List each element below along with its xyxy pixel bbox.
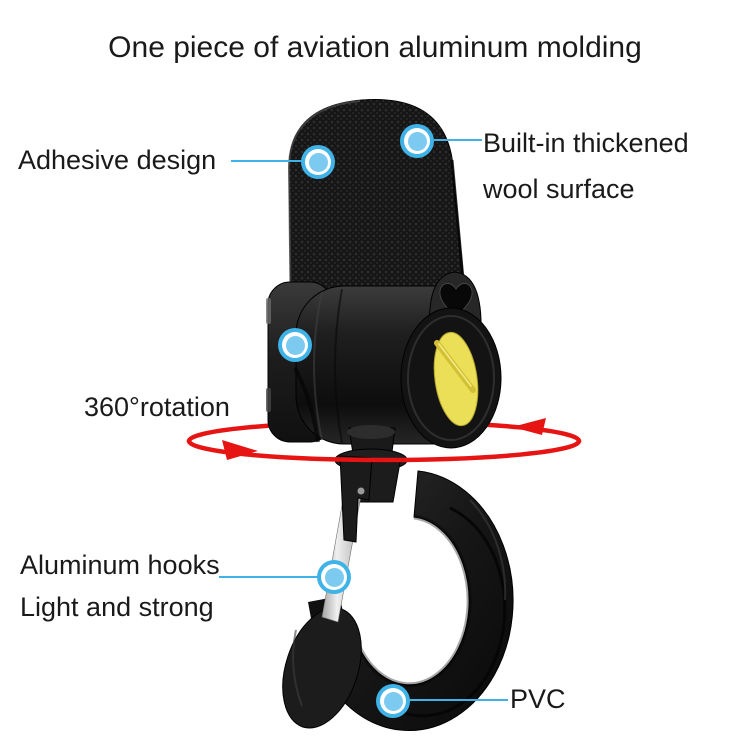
- target-marker-icon-pvc: [376, 684, 410, 718]
- target-marker-icon-wool: [400, 124, 434, 158]
- screw-cap: [400, 307, 502, 449]
- leader-line-adhesive: [231, 160, 303, 162]
- marker-ring: [404, 128, 430, 154]
- target-marker-icon-hinge: [278, 328, 312, 362]
- screw-lever: [434, 340, 476, 393]
- marker-ring: [305, 149, 331, 175]
- label-aluminum-hooks: Aluminum hooks Light and strong: [20, 544, 220, 628]
- label-adhesive-design: Adhesive design: [18, 145, 217, 175]
- target-marker-icon-adhesive: [301, 145, 335, 179]
- label-aluminum-line1: Aluminum hooks: [20, 550, 220, 580]
- leader-line-aluminum: [219, 576, 319, 578]
- marker-core: [285, 335, 305, 355]
- hinge-clamp: [266, 271, 502, 449]
- marker-ring: [282, 332, 308, 358]
- gate-pin: [357, 487, 365, 495]
- label-pvc: PVC: [510, 684, 566, 714]
- marker-core: [407, 131, 427, 151]
- rotation-arrowhead-right: [512, 418, 546, 435]
- marker-ring: [380, 688, 406, 714]
- label-wool-surface: Built-in thickened wool surface: [483, 120, 689, 212]
- label-aluminum-line2: Light and strong: [20, 592, 214, 622]
- heart-cutout: [439, 283, 473, 319]
- rotation-arrow: [186, 418, 582, 463]
- marker-core: [308, 152, 328, 172]
- marker-core: [383, 691, 403, 711]
- label-wool-line1: Built-in thickened: [483, 128, 689, 158]
- marker-core: [324, 567, 344, 587]
- leader-line-wool: [434, 139, 482, 141]
- rotation-arrowhead-left: [222, 440, 258, 460]
- label-360-rotation: 360°rotation: [84, 392, 230, 422]
- marker-ring: [321, 564, 347, 590]
- page-title: One piece of aviation aluminum molding: [108, 31, 642, 64]
- target-marker-icon-gate: [317, 560, 351, 594]
- leader-line-pvc: [409, 699, 508, 701]
- label-wool-line2: wool surface: [483, 174, 635, 204]
- aluminum-gate: [321, 455, 373, 623]
- gate-latch: [339, 455, 373, 543]
